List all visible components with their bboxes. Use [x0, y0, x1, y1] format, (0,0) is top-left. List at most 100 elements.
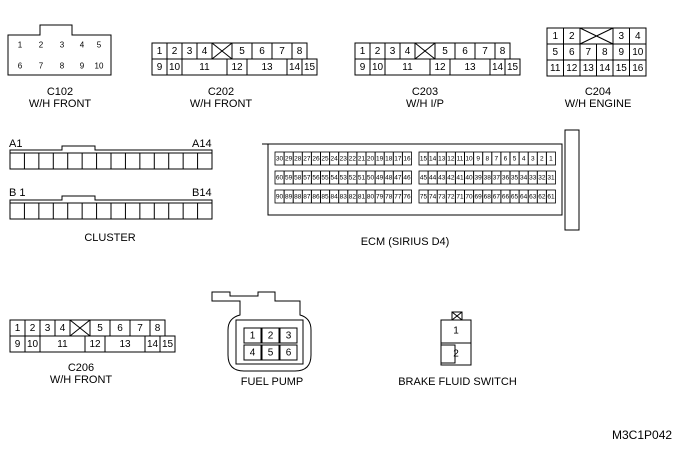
c203-code: C203	[411, 86, 439, 98]
c202-pin-15: 15	[304, 62, 316, 73]
c206-pin-9: 9	[15, 339, 21, 350]
ecm-pin-58: 58	[294, 175, 302, 182]
c206-pin-1: 1	[15, 323, 21, 334]
ecm-block-0-1	[274, 170, 412, 185]
c102-pin-4: 4	[80, 41, 85, 50]
c206-pin-5: 5	[97, 323, 103, 334]
c202-blank-x2	[211, 42, 233, 60]
ecm-pin-4: 4	[522, 156, 526, 163]
c204-pin-1: 1	[552, 31, 558, 42]
ecm-label: ECM (SIRIUS D4)	[360, 236, 450, 248]
c204-pin-5: 5	[552, 47, 558, 58]
cluster-a-start: A1	[9, 138, 23, 150]
c203-pin-4: 4	[405, 46, 411, 57]
fuel-pump-pin-5-cell	[261, 344, 280, 361]
c206-pin-6: 6	[117, 323, 123, 334]
ecm-pin-78: 78	[385, 194, 393, 201]
c204-pin-10: 10	[632, 47, 644, 58]
c203-pin-13: 13	[464, 62, 476, 73]
ecm-pin-89: 89	[285, 194, 293, 201]
c102-housing	[7, 24, 112, 76]
ecm-housing	[267, 143, 563, 216]
c203-pin-12: 12	[434, 62, 446, 73]
ecm-pin-81: 81	[358, 194, 366, 201]
ecm-pin-45: 45	[420, 175, 428, 182]
bfs-tab-x2	[451, 311, 463, 321]
ecm-pin-77: 77	[394, 194, 402, 201]
ecm-pin-11: 11	[457, 156, 464, 163]
ecm-pin-5: 5	[513, 156, 517, 163]
ecm-pin-35: 35	[511, 175, 519, 182]
c206-pin-14: 14	[147, 339, 159, 350]
ecm-pin-18: 18	[385, 156, 393, 163]
ecm-pin-76: 76	[403, 194, 411, 201]
ecm-pin-56: 56	[312, 175, 320, 182]
fuel-pump-pin-4-cell	[243, 344, 262, 361]
c102-pin-10: 10	[95, 62, 104, 71]
ecm-pin-22: 22	[349, 156, 357, 163]
c203-pin-15-cell	[504, 58, 521, 76]
ecm-pin-13: 13	[438, 156, 446, 163]
cluster-a-end: A14	[192, 138, 212, 150]
ecm-pin-69: 69	[475, 194, 483, 201]
c206-pin-7: 7	[137, 323, 143, 334]
fuel-pump-pin-1: 1	[250, 331, 256, 342]
fuel-pump-pin-3: 3	[286, 331, 292, 342]
ecm-pin-28: 28	[294, 156, 302, 163]
c204-pin-12: 12	[566, 63, 578, 74]
ecm-pin-88: 88	[294, 194, 302, 201]
fuel-pump-pin-2-cell	[261, 327, 280, 344]
c206-pin-11: 11	[57, 339, 68, 350]
ecm-pin-42: 42	[447, 175, 455, 182]
ecm-block-1-1	[418, 170, 556, 185]
c202-pin-13: 13	[261, 62, 273, 73]
c202-pin-3: 3	[187, 46, 193, 57]
c102-pin-5: 5	[97, 41, 102, 50]
fuel-pump-housing	[211, 291, 312, 372]
bfs-pin-1: 1	[453, 326, 459, 337]
ecm-pin-27: 27	[303, 156, 311, 163]
ecm-pin-38: 38	[484, 175, 492, 182]
ecm-pin-65: 65	[511, 194, 519, 201]
ecm-pin-57: 57	[303, 175, 311, 182]
ecm-pin-63: 63	[529, 194, 537, 201]
c204-pin-2: 2	[569, 31, 575, 42]
c204-pin-13: 13	[583, 63, 595, 74]
c206-pin-15-cell	[159, 335, 176, 353]
ecm-pin-37: 37	[493, 175, 501, 182]
c202-pin-10: 10	[169, 62, 181, 73]
bfs-pin-2: 2	[453, 349, 459, 360]
ecm-pin-19: 19	[376, 156, 384, 163]
ecm-block-0-0	[274, 151, 412, 166]
c204-pin-3: 3	[618, 31, 624, 42]
ecm-pin-43: 43	[438, 175, 446, 182]
ecm-pin-20: 20	[367, 156, 375, 163]
c202-pin-11: 11	[199, 62, 210, 73]
c203-pin-7: 7	[482, 46, 488, 57]
c202-desc: W/H FRONT	[189, 98, 253, 110]
ecm-pin-54: 54	[331, 175, 339, 182]
ecm-pin-7: 7	[495, 156, 499, 163]
c204-blank-x2	[579, 27, 614, 45]
ecm-pin-21: 21	[358, 156, 366, 163]
cluster-row-b-housing	[9, 195, 213, 220]
c203-pin-6: 6	[462, 46, 468, 57]
c203-pin-1: 1	[360, 46, 366, 57]
c206-pin-8: 8	[155, 323, 161, 334]
ecm-pin-79: 79	[376, 194, 384, 201]
ecm-pin-6: 6	[504, 156, 508, 163]
ecm-pin-31: 31	[547, 175, 555, 182]
ecm-pin-66: 66	[502, 194, 510, 201]
c202-code: C202	[207, 86, 235, 98]
ecm-pin-61: 61	[547, 194, 555, 201]
c203-pin-10: 10	[372, 62, 384, 73]
ecm-pin-74: 74	[429, 194, 437, 201]
ecm-pin-62: 62	[538, 194, 546, 201]
ecm-pin-23: 23	[340, 156, 348, 163]
c202-pin-8: 8	[297, 46, 303, 57]
c206-code: C206	[67, 362, 95, 374]
ecm-pin-40: 40	[465, 175, 473, 182]
ecm-pin-12: 12	[447, 156, 455, 163]
ecm-pin-26: 26	[312, 156, 320, 163]
fuel-pump-pin-2: 2	[268, 331, 274, 342]
